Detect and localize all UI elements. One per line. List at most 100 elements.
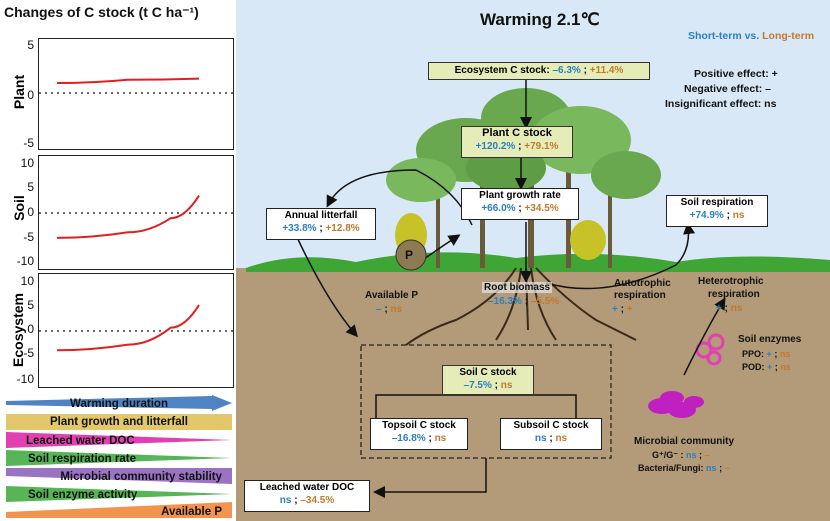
litter-short: +33.8%	[282, 223, 317, 234]
subsoil-c-stock-box: Subsoil C stock ns ; ns	[500, 418, 602, 450]
doc-label: Leached water DOC	[259, 482, 355, 493]
tick-label: -5	[23, 136, 34, 150]
soil-curve	[56, 195, 200, 239]
subsoil-label: Subsoil C stock	[513, 420, 589, 431]
separator: ;	[494, 380, 499, 391]
gram-ratio-values: G⁺/G⁻ : ns ; –	[652, 450, 710, 461]
gram-ratio-short: ns	[686, 450, 697, 460]
soil-chart-panel	[38, 155, 234, 270]
plant-c-long: +79.1%	[524, 141, 559, 152]
soil-c-short: –7.5%	[463, 380, 492, 391]
legend-graphics	[6, 395, 232, 518]
tick-label: 0	[27, 322, 34, 336]
annual-litterfall-box: Annual litterfall +33.8% ; +12.8%	[266, 208, 376, 240]
tick-label: -5	[23, 230, 34, 244]
plant-growth-bar	[6, 414, 232, 430]
available-p-symbol: P	[405, 248, 414, 262]
topsoil-short: –16.8%	[391, 433, 426, 444]
separator: ;	[724, 303, 728, 314]
growth-short: +66.0%	[481, 203, 516, 214]
resp-long: ns	[732, 210, 745, 221]
effect-insignificant: Insignificant effect: ns	[665, 98, 777, 110]
growth-long: +34.5%	[524, 203, 559, 214]
doc-long: –34.5%	[300, 495, 335, 506]
root-short: –16.3%	[488, 296, 522, 307]
growth-label: Plant growth rate	[479, 190, 561, 201]
root-long: –5.5%	[530, 296, 560, 307]
ppo-values: PPO: + ; ns	[742, 349, 790, 359]
effect-negative: Negative effect: –	[684, 83, 771, 95]
tick-label: 10	[20, 274, 34, 288]
legend-warming-duration: Warming duration	[70, 398, 168, 410]
doc-short: ns	[279, 495, 292, 506]
separator: ;	[726, 210, 730, 221]
hetero-long: ns	[730, 303, 743, 314]
ecosystem-chart-panel	[38, 273, 234, 388]
topsoil-label: Topsoil C stock	[382, 420, 456, 431]
legend-available-p: Available P	[161, 506, 222, 518]
available-p-label: Available P	[365, 290, 418, 301]
resp-label: Soil respiration	[680, 197, 754, 208]
tick-label: -10	[16, 254, 34, 268]
pod-short: +	[767, 362, 773, 372]
separator: ;	[518, 141, 522, 152]
separator: ;	[384, 304, 388, 315]
heterotrophic-label-1: Heterotrophic	[698, 276, 764, 287]
microbial-community-title: Microbial community	[634, 436, 735, 447]
separator: ;	[583, 65, 587, 76]
grass	[246, 252, 830, 272]
legend-plant-growth: Plant growth and litterfall	[49, 416, 188, 428]
legend-soil-respiration: Soil respiration rate	[28, 453, 137, 465]
tick-label: 10	[20, 156, 34, 170]
tick-label: -5	[23, 346, 34, 360]
available-p-circle	[395, 239, 427, 271]
resp-wedge	[6, 450, 232, 466]
subsoil-short: ns	[534, 433, 547, 444]
separator: ;	[518, 203, 522, 214]
auto-short: +	[612, 304, 618, 315]
legend-enzyme-activity: Soil enzyme activity	[28, 489, 138, 501]
short-term-label: Short-term	[688, 30, 742, 42]
soil-dashed-box	[360, 344, 612, 459]
gram-ratio-label: G⁺/G⁻ :	[652, 450, 684, 460]
doc-wedge	[6, 432, 232, 448]
separator: ;	[524, 296, 529, 307]
litter-label: Annual litterfall	[284, 210, 358, 221]
ppo-short: +	[766, 349, 772, 359]
plant-curve	[56, 77, 200, 84]
separator: ;	[699, 450, 703, 460]
soil-chart	[39, 195, 233, 239]
ppo-long: ns	[779, 349, 791, 359]
ecosystem-chart	[39, 304, 233, 352]
autotrophic-label-1: Autotrophic	[614, 278, 671, 289]
topsoil-c-stock-box: Topsoil C stock –16.8% ; ns	[370, 418, 468, 450]
legend-microbial-stability: Microbial community stability	[60, 471, 222, 483]
timescale-legend: Short-term vs. Long-term	[688, 30, 814, 42]
legend-leached-doc: Leached water DOC	[26, 435, 135, 447]
soil-enzymes-title: Soil enzymes	[738, 334, 802, 345]
left-title: Changes of C stock (t C ha⁻¹)	[4, 4, 199, 20]
autotrophic-label-2: respiration	[614, 290, 666, 301]
enzyme-wedge	[6, 486, 232, 502]
tick-label: 5	[27, 38, 34, 52]
ecosystem-c-short: –6.3%	[552, 65, 581, 76]
leached-doc-box: Leached water DOC ns ; –34.5%	[244, 480, 370, 512]
root-biomass-values: –16.3% ; –5.5%	[488, 296, 559, 307]
auto-long: +	[626, 304, 633, 315]
separator: ;	[549, 433, 553, 444]
heterotrophic-label-2: respiration	[708, 289, 760, 300]
soil-c-stock-box: Soil C stock –7.5% ; ns	[442, 365, 534, 395]
avp-long: ns	[390, 304, 403, 315]
avp-short: –	[376, 304, 382, 315]
ecosystem-c-long: +11.4%	[589, 65, 624, 76]
warming-arrow	[6, 395, 232, 411]
heterotrophic-values: + ; ns	[716, 303, 742, 314]
flow-arrows	[295, 80, 726, 498]
ecosystem-c-label: Ecosystem C stock:	[454, 65, 550, 76]
pod-label: POD:	[742, 362, 765, 372]
separator: ;	[719, 463, 723, 473]
available-p-values: – ; ns	[376, 304, 402, 315]
tick-label: 5	[27, 298, 34, 312]
bf-ratio-values: Bacteria/Fungi: ns ; –	[638, 463, 730, 473]
soil-c-label: Soil C stock	[459, 367, 517, 378]
